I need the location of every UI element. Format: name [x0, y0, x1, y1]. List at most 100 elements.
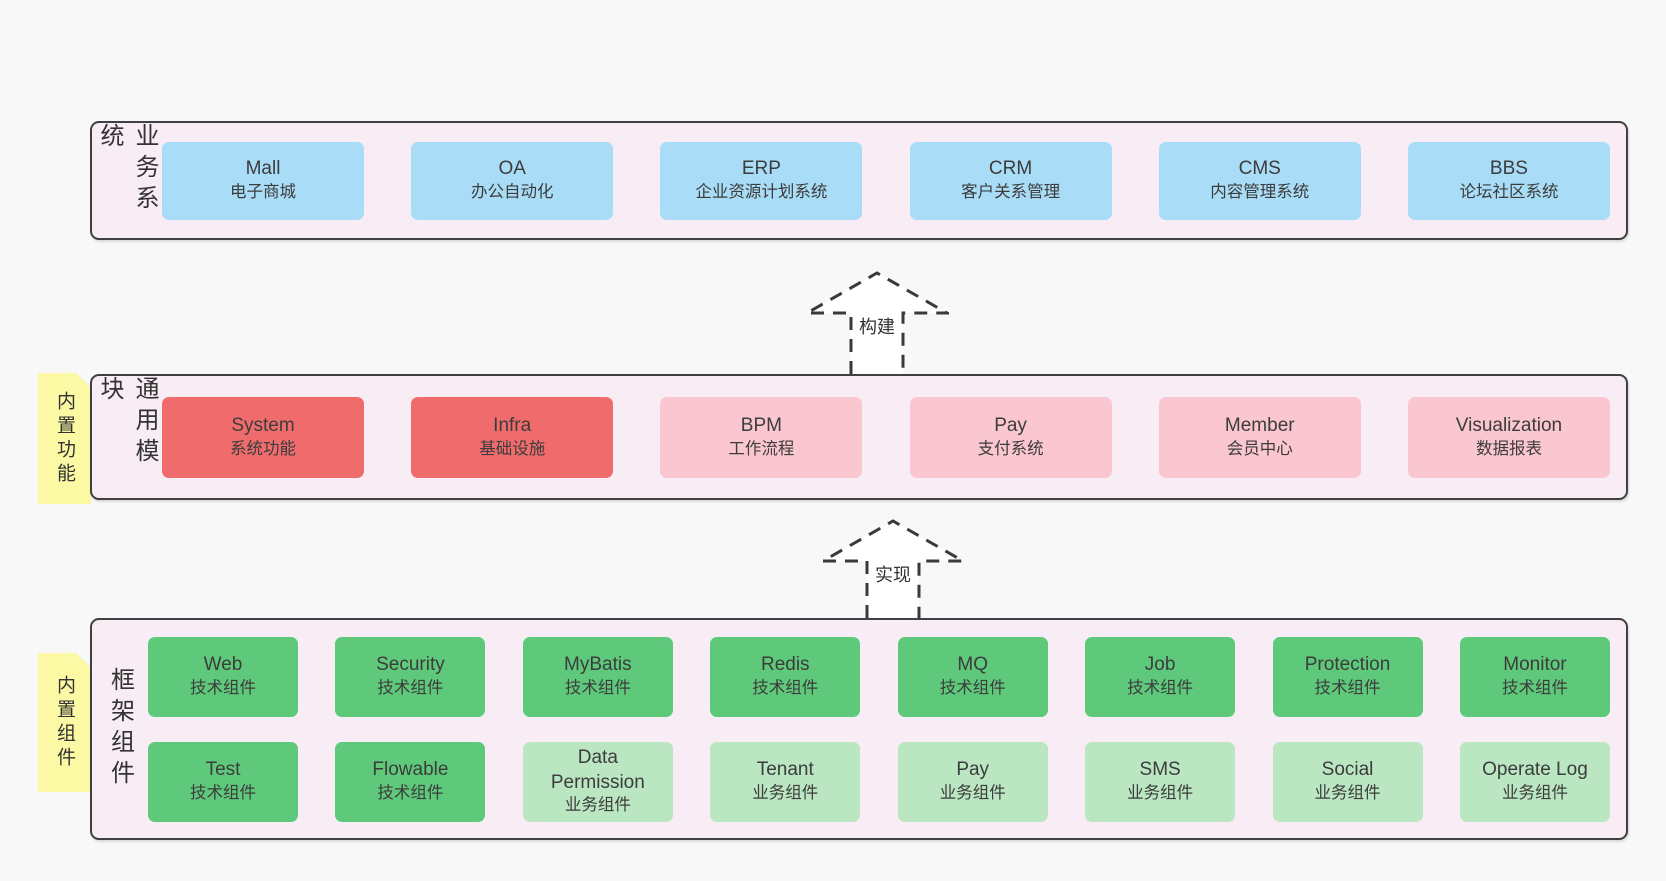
box-web: Web 技术组件 [148, 636, 298, 717]
box-title: CMS [1238, 158, 1281, 180]
box-title: BBS [1489, 158, 1528, 180]
box-title: Pay [994, 414, 1027, 436]
box-title: Test [205, 759, 241, 781]
box-subtitle: 业务组件 [1314, 784, 1381, 803]
box-protection: Protection 技术组件 [1272, 636, 1423, 717]
band-common-content: System 系统功能 Infra 基础设施 BPM 工作流程 Pay 支付系统… [162, 396, 1626, 478]
box-title: Visualization [1455, 414, 1563, 436]
box-title: Infra [493, 414, 532, 436]
box-title: Web [203, 654, 243, 676]
box-title: Member [1224, 414, 1295, 436]
box-title: Job [1144, 654, 1176, 676]
box-oa: OA 办公自动化 [411, 141, 614, 220]
arrow-implement-label: 实现 [875, 565, 911, 585]
band-business-content: Mall 电子商城 OA 办公自动化 ERP 企业资源计划系统 CRM 客户关系… [162, 141, 1626, 220]
box-title: MQ [957, 654, 988, 676]
box-redis: Redis 技术组件 [710, 636, 861, 717]
framework-row-2: Test 技术组件 Flowable 技术组件 Data Permission … [148, 741, 1610, 822]
box-title: Mall [245, 158, 281, 180]
box-title: CRM [988, 158, 1033, 180]
box-system: System 系统功能 [162, 396, 364, 478]
box-subtitle: 基础设施 [479, 439, 546, 458]
arrow-build-label: 构建 [859, 317, 895, 337]
band-framework-components: 框架组件 Web 技术组件 Security 技术组件 MyBatis 技术组件… [90, 618, 1628, 840]
box-subtitle: 技术组件 [1501, 679, 1568, 698]
box-title: Monitor [1503, 654, 1567, 676]
framework-row-1: Web 技术组件 Security 技术组件 MyBatis 技术组件 Redi… [148, 636, 1610, 717]
box-subtitle: 技术组件 [190, 679, 256, 698]
box-member: Member 会员中心 [1158, 396, 1361, 478]
box-subtitle: 技术组件 [752, 679, 819, 698]
band-framework-content: Web 技术组件 Security 技术组件 MyBatis 技术组件 Redi… [148, 636, 1626, 822]
box-title: Pay [956, 759, 990, 781]
box-title: System [231, 414, 295, 436]
box-subtitle: 技术组件 [1314, 679, 1381, 698]
box-subtitle: 电子商城 [230, 183, 296, 202]
box-title: Redis [760, 654, 810, 676]
band-label-business-systems: 业务系统 [96, 123, 158, 216]
box-erp: ERP 企业资源计划系统 [660, 141, 863, 220]
band-common-modules: 通用模块 System 系统功能 Infra 基础设施 BPM 工作流程 Pay… [90, 374, 1628, 500]
box-title: Social [1321, 759, 1374, 781]
box-sms: SMS 业务组件 [1085, 741, 1236, 822]
box-subtitle: 内容管理系统 [1210, 183, 1310, 202]
box-crm: CRM 客户关系管理 [909, 141, 1112, 220]
box-title: ERP [741, 158, 781, 180]
box-monitor: Monitor 技术组件 [1459, 636, 1610, 717]
box-security: Security 技术组件 [335, 636, 486, 717]
box-title: BPM [740, 414, 782, 436]
box-flowable: Flowable 技术组件 [335, 741, 486, 822]
box-title: MyBatis [564, 654, 632, 676]
band-business-systems: 业务系统 Mall 电子商城 OA 办公自动化 ERP 企业资源计划系统 CRM… [90, 121, 1628, 240]
box-bpm: BPM 工作流程 [660, 396, 863, 478]
box-mq: MQ 技术组件 [897, 636, 1048, 717]
box-subtitle: 客户关系管理 [961, 183, 1061, 202]
box-subtitle: 会员中心 [1226, 439, 1293, 458]
box-subtitle: 论坛社区系统 [1459, 183, 1559, 202]
box-pay-component: Pay 业务组件 [897, 741, 1048, 822]
arrow-build: 构建 [805, 271, 949, 374]
box-subtitle: 数据报表 [1475, 439, 1542, 458]
box-subtitle: 业务组件 [1127, 784, 1194, 803]
box-subtitle: 支付系统 [977, 439, 1044, 458]
box-subtitle: 工作流程 [728, 439, 795, 458]
box-subtitle: 企业资源计划系统 [695, 183, 828, 202]
box-title: Security [376, 654, 445, 676]
box-data-permission: Data Permission 业务组件 [522, 741, 673, 822]
box-subtitle: 业务组件 [1501, 784, 1568, 803]
box-subtitle: 业务组件 [564, 796, 631, 815]
box-social: Social 业务组件 [1272, 741, 1423, 822]
box-subtitle: 技术组件 [939, 679, 1006, 698]
box-subtitle: 办公自动化 [470, 183, 554, 202]
box-title: Flowable [372, 759, 449, 781]
box-job: Job 技术组件 [1085, 636, 1236, 717]
box-cms: CMS 内容管理系统 [1158, 141, 1361, 220]
box-title: Protection [1304, 654, 1391, 676]
box-subtitle: 技术组件 [377, 679, 444, 698]
box-bbs: BBS 论坛社区系统 [1407, 141, 1610, 220]
box-infra: Infra 基础设施 [411, 396, 614, 478]
box-visualization: Visualization 数据报表 [1407, 396, 1610, 478]
box-subtitle: 技术组件 [190, 784, 256, 803]
arrow-implement: 实现 [821, 519, 965, 618]
band-label-framework-components: 框架组件 [106, 667, 134, 791]
box-subtitle: 技术组件 [377, 784, 444, 803]
box-title: Operate Log [1482, 759, 1588, 781]
box-operate-log: Operate Log 业务组件 [1459, 741, 1610, 822]
box-subtitle: 技术组件 [1127, 679, 1194, 698]
box-title: OA [498, 158, 526, 180]
box-tenant: Tenant 业务组件 [710, 741, 861, 822]
box-test: Test 技术组件 [148, 741, 298, 822]
box-mall: Mall 电子商城 [162, 141, 364, 220]
box-pay-system: Pay 支付系统 [909, 396, 1112, 478]
box-subtitle: 系统功能 [230, 439, 296, 458]
dashed-up-arrow-icon [821, 519, 965, 618]
box-title: SMS [1139, 759, 1181, 781]
band-label-common-modules: 通用模块 [96, 376, 158, 469]
box-mybatis: MyBatis 技术组件 [522, 636, 673, 717]
box-title: Tenant [756, 759, 814, 781]
box-subtitle: 业务组件 [939, 784, 1006, 803]
box-title: Data Permission [550, 747, 645, 793]
box-subtitle: 技术组件 [564, 679, 631, 698]
